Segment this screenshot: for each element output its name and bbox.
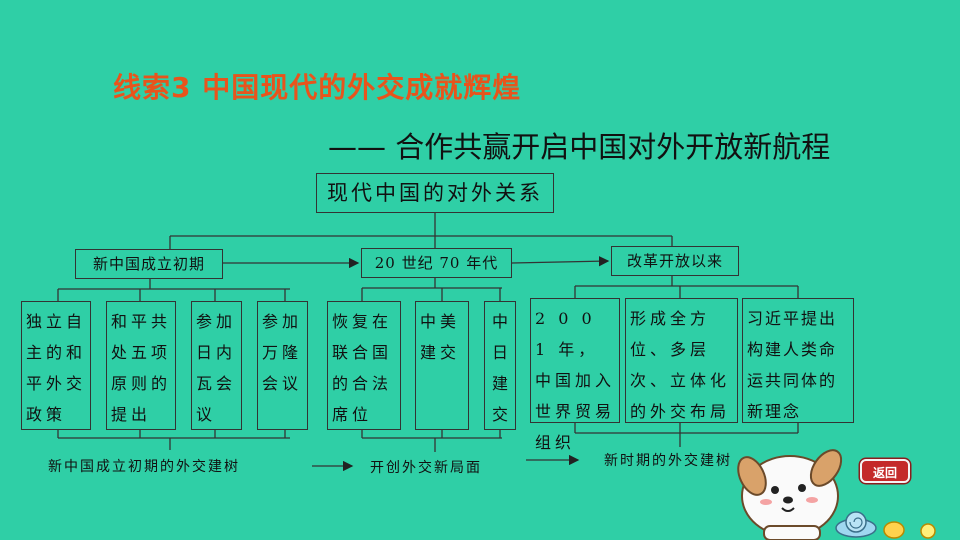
leaf-un-seat-restored: 恢复在联合国的合法席位 xyxy=(327,301,401,430)
slide-title: 线索3 中国现代的外交成就辉煌 xyxy=(113,71,522,104)
summary-new-situation: 开创外交新局面 xyxy=(370,460,482,476)
leaf-five-principles: 和平共处五项原则的提出 xyxy=(106,301,176,430)
summary-new-era: 新时期的外交建树 xyxy=(604,453,732,469)
snail-decoration-icon xyxy=(835,511,936,539)
leaf-independent-peace-policy: 独立自主的和平外交政策 xyxy=(21,301,91,430)
slide-subtitle: —— 合作共赢开启中国对外开放新航程 xyxy=(328,130,831,164)
leaf-bandung-conference: 参加万隆会议 xyxy=(257,301,308,430)
leaf-community-shared-future: 习近平提出构建人类命运共同体的新理念 xyxy=(742,298,854,423)
puppy-mascot-illustration xyxy=(737,449,843,540)
period-1970s: 20 世纪 70 年代 xyxy=(361,248,512,278)
leaf-omnidirectional-diplomacy: 形成全方位、多层次、立体化的外交布局 xyxy=(625,298,738,423)
period-reform-opening: 改革开放以来 xyxy=(611,246,739,276)
leaf-china-us-relations: 中美建交 xyxy=(415,301,469,430)
leaf-wto-accession: 2 0 0 1 年，中国加入世界贸易组织 xyxy=(530,298,620,452)
summary-early: 新中国成立初期的外交建树 xyxy=(48,459,240,475)
leaf-geneva-conference: 参加日内瓦会议 xyxy=(191,301,242,430)
period-early-prc: 新中国成立初期 xyxy=(75,249,223,279)
leaf-china-japan-relations: 中日建交 xyxy=(484,301,516,430)
diagram-root: 现代中国的对外关系 xyxy=(316,173,554,213)
back-button[interactable]: 返回 xyxy=(860,459,910,483)
